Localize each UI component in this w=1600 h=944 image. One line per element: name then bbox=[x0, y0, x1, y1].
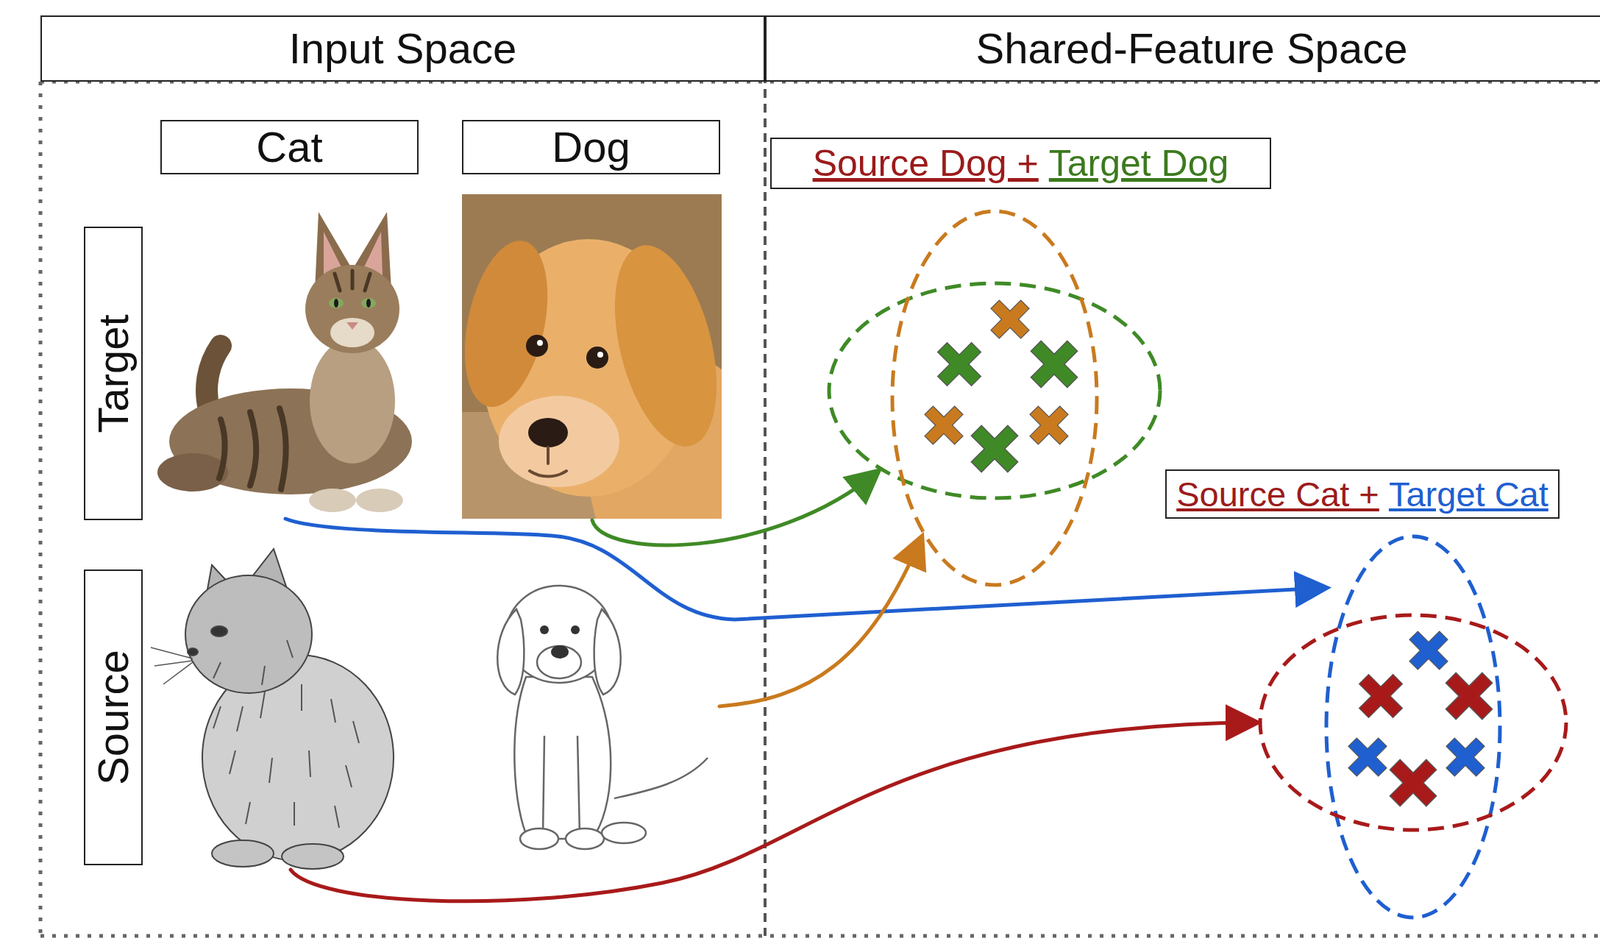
dog-cluster bbox=[829, 211, 1161, 585]
cat-photo bbox=[157, 211, 412, 512]
label-text: Input Space bbox=[289, 24, 518, 73]
frame bbox=[40, 81, 1600, 936]
row-label: Target bbox=[83, 226, 143, 521]
label-text: Target bbox=[89, 314, 137, 433]
label-text: Source Dog + bbox=[812, 142, 1039, 184]
label-text: Cat bbox=[256, 122, 323, 171]
text-line: Shared-Feature Space bbox=[976, 25, 1408, 73]
text-line: Source Dog +Target Dog bbox=[812, 143, 1230, 184]
dog-sketch bbox=[497, 585, 708, 849]
label-text: Target Cat bbox=[1388, 474, 1549, 514]
label-text: Source Cat + bbox=[1176, 474, 1380, 514]
text-line: Input Space bbox=[289, 25, 518, 73]
text-line: Target bbox=[89, 314, 137, 433]
text-line: Dog bbox=[551, 123, 630, 171]
cluster-label: Source Dog +Target Dog bbox=[770, 137, 1272, 190]
label-text: Dog bbox=[551, 122, 630, 171]
row-label: Source bbox=[83, 569, 143, 866]
column-label: Dog bbox=[461, 119, 721, 175]
cat-sketch bbox=[150, 548, 394, 869]
text-line: Source bbox=[89, 649, 137, 785]
cat-cluster bbox=[1260, 536, 1567, 918]
divider bbox=[763, 15, 767, 936]
text-line: Source Cat +Target Cat bbox=[1176, 475, 1549, 514]
column-label: Cat bbox=[160, 119, 419, 175]
header-cell: Shared-Feature Space bbox=[765, 15, 1600, 82]
label-text: Target Dog bbox=[1049, 142, 1230, 184]
label-text: Shared-Feature Space bbox=[976, 24, 1408, 73]
dog-photo bbox=[461, 194, 722, 519]
mapping-arrows bbox=[285, 472, 1325, 902]
cluster-label: Source Cat +Target Cat bbox=[1165, 469, 1560, 519]
text-line: Cat bbox=[256, 123, 323, 171]
header-cell: Input Space bbox=[40, 15, 766, 82]
label-text: Source bbox=[89, 649, 137, 785]
